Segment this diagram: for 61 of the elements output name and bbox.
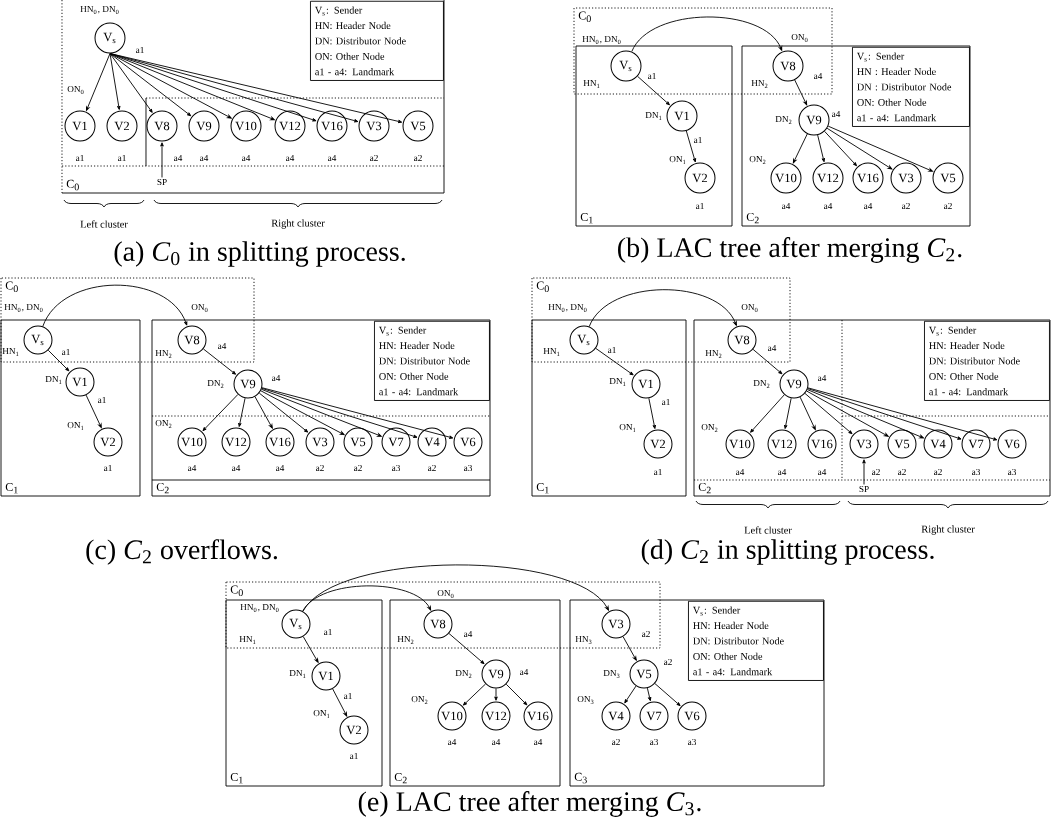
arrow [784, 397, 792, 429]
arrow [462, 683, 486, 706]
curved-arrow [42, 284, 188, 327]
arrow [646, 687, 652, 702]
arrow [260, 390, 345, 436]
arrow [624, 685, 637, 704]
curved-arrow [588, 289, 737, 327]
arrow [792, 133, 808, 164]
subfigure-caption: (e) LAC tree after merging C$_{3}$. [358, 791, 701, 817]
arrow [595, 347, 634, 376]
arrow [637, 75, 670, 106]
arrow [806, 389, 924, 439]
curved-arrow [302, 585, 432, 612]
arrow [254, 396, 273, 429]
arrow [807, 387, 998, 441]
arrow [109, 53, 192, 117]
arrow [261, 387, 418, 438]
arrow [752, 348, 783, 375]
arrow [302, 636, 319, 663]
arrow [807, 388, 962, 440]
curved-arrow [302, 564, 609, 612]
arrow [827, 125, 934, 172]
arrow [160, 142, 164, 178]
arrow [862, 459, 866, 485]
arrow [648, 397, 656, 429]
arrow [685, 130, 697, 163]
arrow [85, 394, 102, 429]
arrow [109, 53, 121, 110]
arrow [448, 633, 485, 665]
arrow [799, 396, 816, 431]
arrow [202, 348, 237, 375]
arrow [817, 134, 825, 163]
subfigure-caption: (a) C$_{0}$ in splitting process. [114, 241, 405, 267]
arrow [109, 53, 403, 124]
arrow [202, 394, 239, 432]
arrow [505, 683, 528, 706]
arrow [258, 392, 309, 433]
arrow [750, 394, 785, 433]
arrow [109, 53, 317, 122]
arrow [494, 688, 498, 701]
arrow [47, 349, 70, 372]
arrow [806, 390, 889, 437]
arrow [804, 393, 853, 435]
arrow [109, 53, 153, 113]
arrow [109, 53, 275, 121]
arrow [622, 636, 637, 661]
arrow [109, 53, 359, 123]
arrow [824, 130, 858, 167]
curved-arrow [631, 16, 783, 53]
arrow [794, 79, 808, 106]
arrow [238, 397, 246, 427]
arrow [332, 688, 348, 717]
arrow [261, 387, 454, 439]
subfigure-caption: (c) C$_{2}$ overflows. [86, 539, 278, 565]
arrow [85, 53, 111, 111]
arrow [654, 683, 681, 707]
subfigure-caption: (b) LAC tree after merging C$_{2}$. [618, 237, 962, 263]
arrow [826, 127, 893, 170]
arrow [261, 388, 382, 437]
arrow [109, 53, 232, 119]
subfigure-caption: (d) C$_{2}$ in splitting process. [641, 539, 934, 565]
